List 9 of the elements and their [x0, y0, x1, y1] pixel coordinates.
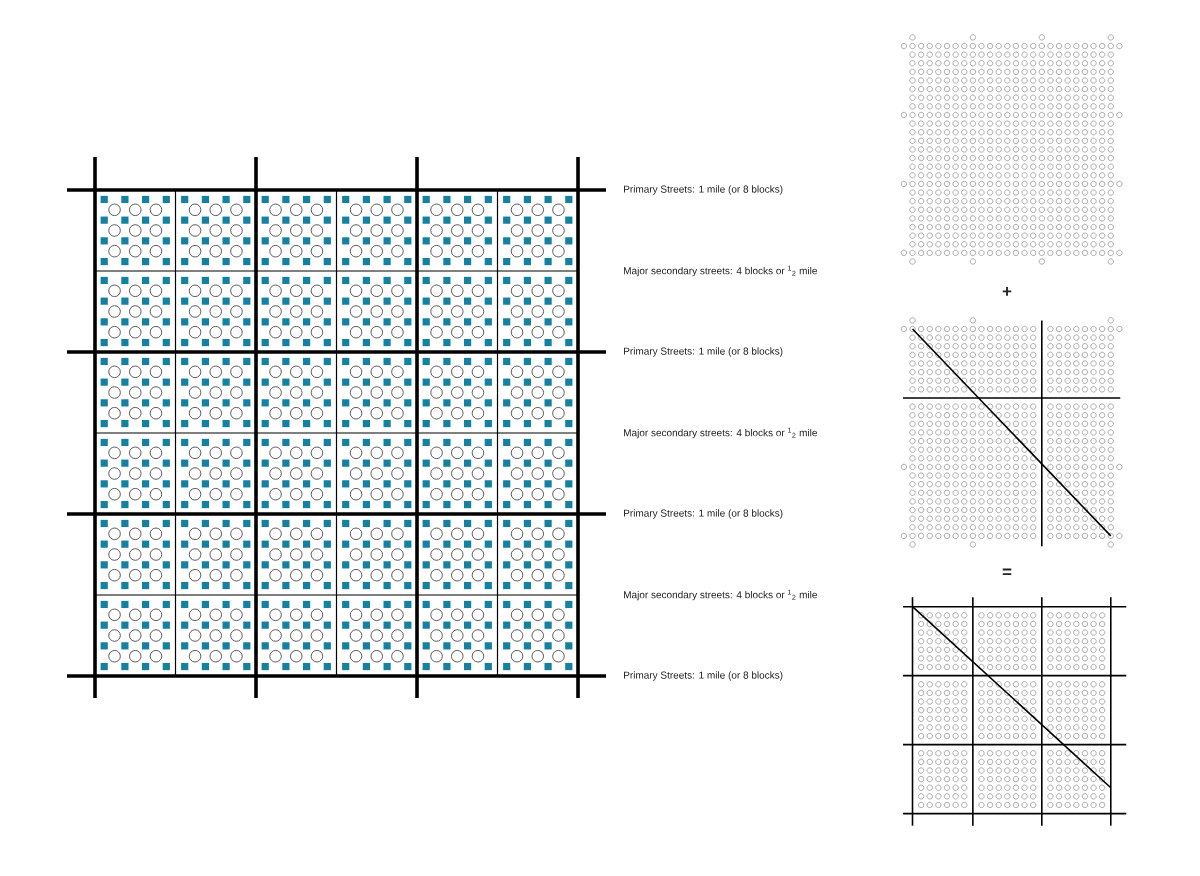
street-label: Primary Streets: 1 mile (or 8 blocks)	[624, 509, 783, 519]
operator-sign: +	[1002, 287, 1012, 296]
street-label: Primary Streets: 1 mile (or 8 blocks)	[624, 347, 783, 357]
street-label: Major secondary streets: 4 blocks or $^{1}$$_{2}$ mile	[624, 589, 817, 601]
operator-sign: =	[1002, 568, 1012, 575]
street-label: Primary Streets: 1 mile (or 8 blocks)	[624, 185, 783, 195]
street-label: Major secondary streets: 4 blocks or $^{1}$$_{2}$ mile	[624, 265, 817, 277]
street-label: Major secondary streets: 4 blocks or $^{1}$$_{2}$ mile	[624, 427, 817, 439]
street-label: Primary Streets: 1 mile (or 8 blocks)	[624, 671, 783, 681]
